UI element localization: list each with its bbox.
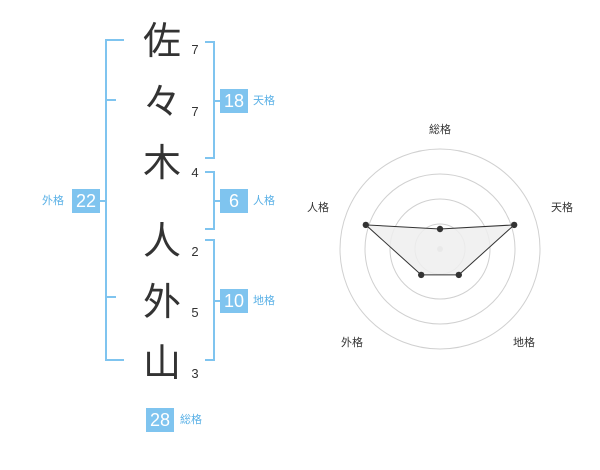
soukaku-value: 28 — [146, 408, 174, 432]
name-char-2: 々 — [142, 80, 181, 124]
tenkaku-label: 天格 — [253, 94, 275, 107]
chikaku-value: 10 — [220, 289, 248, 313]
radar-ring-2 — [389, 198, 491, 300]
radar-ring-3 — [364, 173, 516, 325]
gaikaku-value: 22 — [72, 189, 100, 213]
stroke-count-1: 7 — [191, 42, 199, 57]
radar-point-4 — [417, 271, 425, 279]
axis-label-soukaku: 総格 — [429, 123, 451, 136]
chikaku-label: 地格 — [253, 294, 275, 307]
tenkaku-value: 18 — [220, 89, 248, 113]
name-char-5: 外 — [142, 280, 181, 324]
axis-label-jinkaku: 人格 — [307, 201, 329, 214]
name-char-4: 人 — [142, 219, 181, 263]
jinkaku-label: 人格 — [253, 194, 275, 207]
stroke-count-2: 7 — [191, 104, 199, 119]
soukaku-label: 総格 — [180, 413, 202, 426]
axis-label-tenkaku: 天格 — [551, 201, 573, 214]
stroke-count-5: 5 — [191, 305, 199, 320]
name-char-3: 木 — [142, 141, 181, 185]
axis-label-chikaku: 地格 — [513, 336, 535, 349]
stroke-count-3: 4 — [191, 165, 199, 180]
name-char-1: 佐 — [142, 19, 181, 63]
jinkaku-value: 6 — [220, 189, 248, 213]
radar-point-1 — [436, 225, 444, 233]
stroke-count-4: 2 — [191, 244, 199, 259]
stroke-count-6: 3 — [191, 366, 199, 381]
radar-point-3 — [455, 271, 463, 279]
radar-polygon — [364, 224, 516, 276]
axis-label-gaikaku: 外格 — [341, 336, 363, 349]
name-char-6: 山 — [142, 341, 181, 385]
radar-point-5 — [362, 221, 370, 229]
radar-point-2 — [510, 221, 518, 229]
radar-ring-4 — [339, 148, 541, 350]
gaikaku-label: 外格 — [42, 194, 64, 207]
